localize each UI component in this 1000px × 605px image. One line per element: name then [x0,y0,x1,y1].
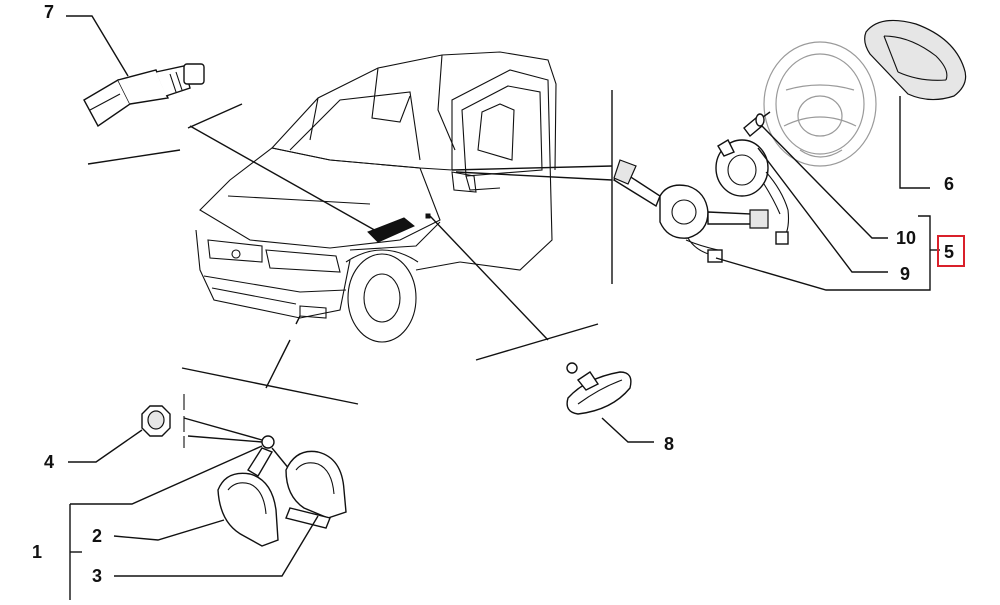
part-9-clock-spring [715,139,790,245]
callout-5-highlight-box [937,235,965,267]
callout-8[interactable]: 8 [664,434,674,454]
callout-labels: 1 2 3 4 5 6 7 8 9 10 [32,2,954,586]
callout-9[interactable]: 9 [900,264,910,284]
callout-5[interactable]: 5 [944,242,954,262]
callout-10[interactable]: 10 [896,228,916,248]
vehicle-illustration [195,51,557,343]
left-leaders [66,15,319,600]
callout-2[interactable]: 2 [92,526,102,546]
vehicle-leaders [87,90,613,405]
steering-wheel [763,41,877,167]
callout-7[interactable]: 7 [44,2,54,22]
right-leaders [601,96,940,443]
callout-1[interactable]: 1 [32,542,42,562]
part-horns [183,394,347,547]
callout-4[interactable]: 4 [44,452,54,472]
part-8-side-repeater [566,362,632,415]
part-stalk-switch [613,159,769,263]
part-4-nut [141,405,171,437]
part-7-sensor [83,63,205,128]
callout-3[interactable]: 3 [92,566,102,586]
part-10-screw [743,111,771,138]
part-6-airbag [864,19,967,101]
callout-6[interactable]: 6 [944,174,954,194]
